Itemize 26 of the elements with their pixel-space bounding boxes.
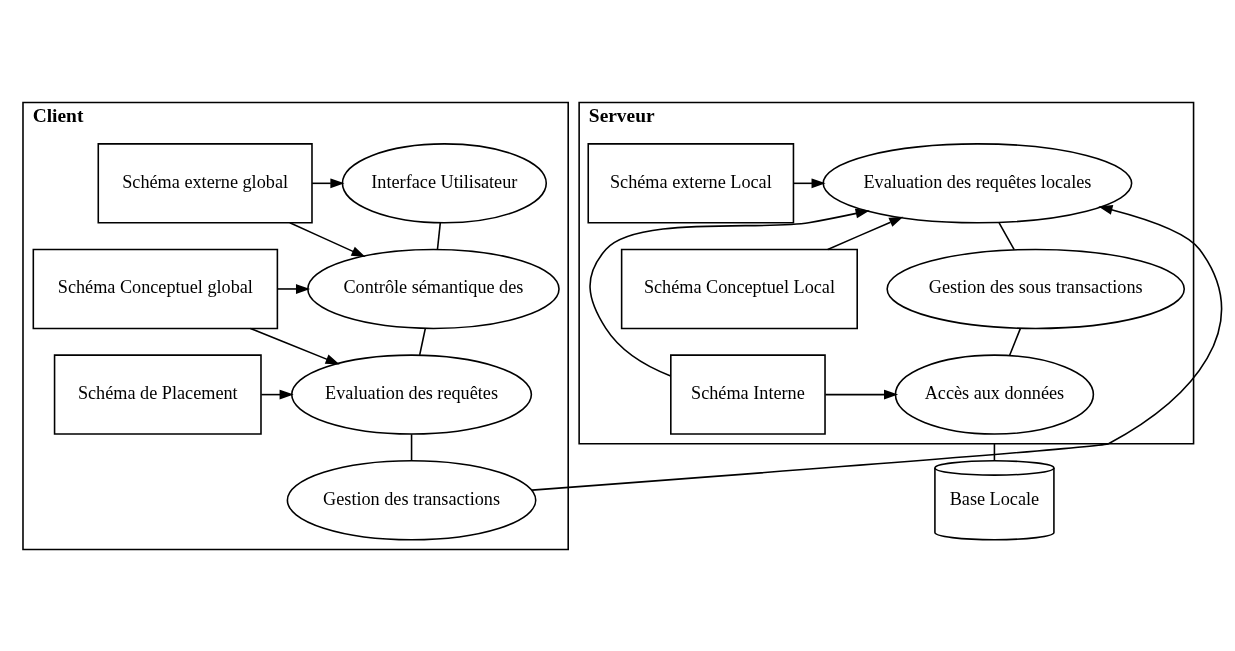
node-box: Schéma externe global	[97, 142, 313, 224]
arrow	[531, 204, 1223, 491]
node-box: Schéma Conceptuel Local	[620, 248, 858, 329]
connector	[1008, 327, 1022, 356]
arrow	[589, 208, 870, 377]
arrow	[826, 216, 904, 250]
arrow	[249, 327, 340, 364]
node-ellipse: Accès aux données	[894, 353, 1095, 435]
connector	[410, 432, 413, 461]
connector	[436, 221, 442, 250]
connector	[418, 327, 427, 356]
arrow	[289, 221, 366, 257]
arrow	[311, 177, 345, 188]
node-ellipse: Gestion des transactions	[286, 459, 537, 540]
arrow	[793, 177, 826, 188]
node-ellipse: Evaluation des requêtes locales	[822, 142, 1133, 224]
connector	[998, 221, 1015, 250]
arrow	[276, 283, 311, 294]
node-ellipse: Gestion des sous transactions	[886, 248, 1186, 329]
arrow	[260, 389, 294, 400]
node-box: Schéma de Placement	[53, 353, 262, 435]
arrow	[824, 389, 899, 400]
node-box: Schéma Conceptuel global	[32, 248, 279, 329]
node-ellipse: Interface Utilisateur	[341, 142, 548, 224]
node-box: Schéma externe Local	[587, 142, 795, 224]
node-box: Schéma Interne	[670, 353, 826, 435]
